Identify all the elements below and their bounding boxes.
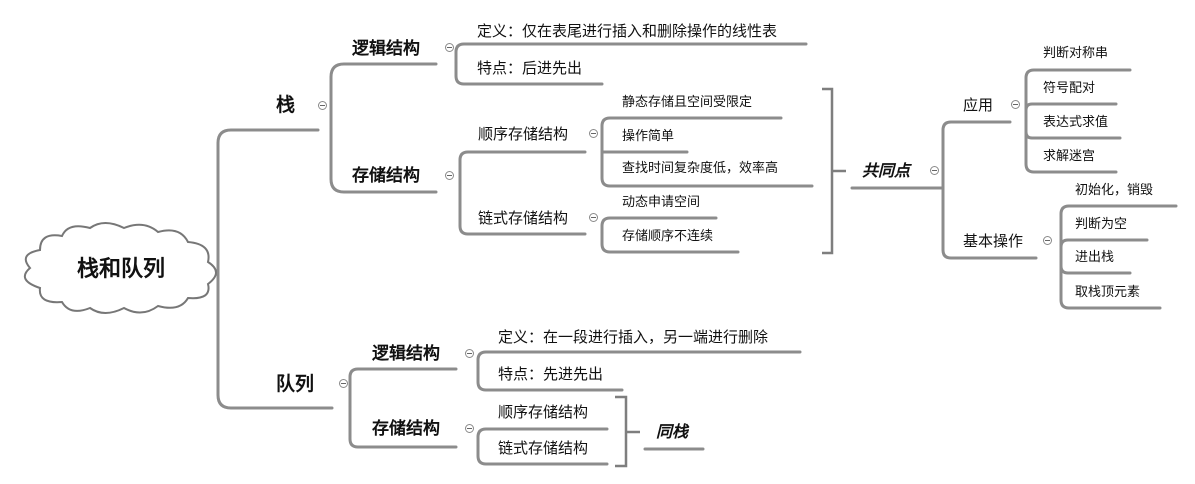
collapse-toggle-icon[interactable]	[465, 349, 474, 358]
collapse-toggle-icon[interactable]	[339, 379, 348, 388]
application-item[interactable]: 判断对称串	[1043, 46, 1109, 61]
basic-ops-item[interactable]: 进出栈	[1075, 250, 1115, 265]
collapse-toggle-icon[interactable]	[1011, 100, 1020, 109]
basic-ops-topic[interactable]: 基本操作	[963, 232, 1024, 250]
stack-topic[interactable]: 栈	[276, 94, 296, 116]
common-summary-topic[interactable]: 共同点	[862, 161, 911, 180]
queue-feature[interactable]: 特点：先进先出	[498, 365, 604, 383]
collapse-toggle-icon[interactable]	[589, 213, 598, 222]
stack-linked-item[interactable]: 存储顺序不连续	[622, 229, 714, 244]
queue-topic[interactable]: 队列	[276, 373, 315, 395]
collapse-toggle-icon[interactable]	[930, 166, 939, 175]
application-topic[interactable]: 应用	[963, 96, 994, 114]
collapse-toggle-icon[interactable]	[445, 43, 454, 52]
collapse-toggle-icon[interactable]	[465, 424, 474, 433]
queue-logic-topic[interactable]: 逻辑结构	[372, 344, 440, 364]
collapse-toggle-icon[interactable]	[1043, 236, 1052, 245]
root-cloud-shape	[23, 222, 217, 314]
basic-ops-item[interactable]: 初始化，销毁	[1075, 183, 1154, 198]
root-topic[interactable]: 栈和队列	[77, 257, 166, 282]
queue-linked-item[interactable]: 链式存储结构	[498, 439, 589, 457]
stack-storage-topic[interactable]: 存储结构	[352, 166, 420, 186]
queue-storage-topic[interactable]: 存储结构	[372, 419, 440, 439]
queue-same-as-summary[interactable]: 同栈	[656, 422, 689, 441]
stack-logic-topic[interactable]: 逻辑结构	[352, 39, 420, 59]
stack-sequential-item[interactable]: 查找时间复杂度低，效率高	[622, 161, 779, 176]
stack-definition[interactable]: 定义：仅在表尾进行插入和删除操作的线性表	[477, 22, 778, 40]
stack-sequential-item[interactable]: 静态存储且空间受限定	[622, 95, 753, 110]
collapse-toggle-icon[interactable]	[589, 129, 598, 138]
stack-linked-item[interactable]: 动态申请空间	[622, 195, 701, 210]
stack-linked-topic[interactable]: 链式存储结构	[478, 209, 569, 227]
stack-sequential-topic[interactable]: 顺序存储结构	[478, 125, 569, 143]
application-item[interactable]: 表达式求值	[1043, 115, 1109, 130]
queue-sequential-item[interactable]: 顺序存储结构	[498, 403, 589, 421]
collapse-toggle-icon[interactable]	[445, 171, 454, 180]
application-item[interactable]: 求解迷宫	[1043, 149, 1096, 164]
stack-sequential-item[interactable]: 操作简单	[622, 129, 675, 144]
stack-feature[interactable]: 特点：后进先出	[477, 59, 583, 77]
queue-definition[interactable]: 定义：在一段进行插入，另一端进行删除	[498, 328, 769, 346]
collapse-toggle-icon[interactable]	[318, 101, 327, 110]
basic-ops-item[interactable]: 取栈顶元素	[1075, 285, 1141, 300]
application-item[interactable]: 符号配对	[1043, 81, 1096, 96]
basic-ops-item[interactable]: 判断为空	[1075, 217, 1128, 232]
